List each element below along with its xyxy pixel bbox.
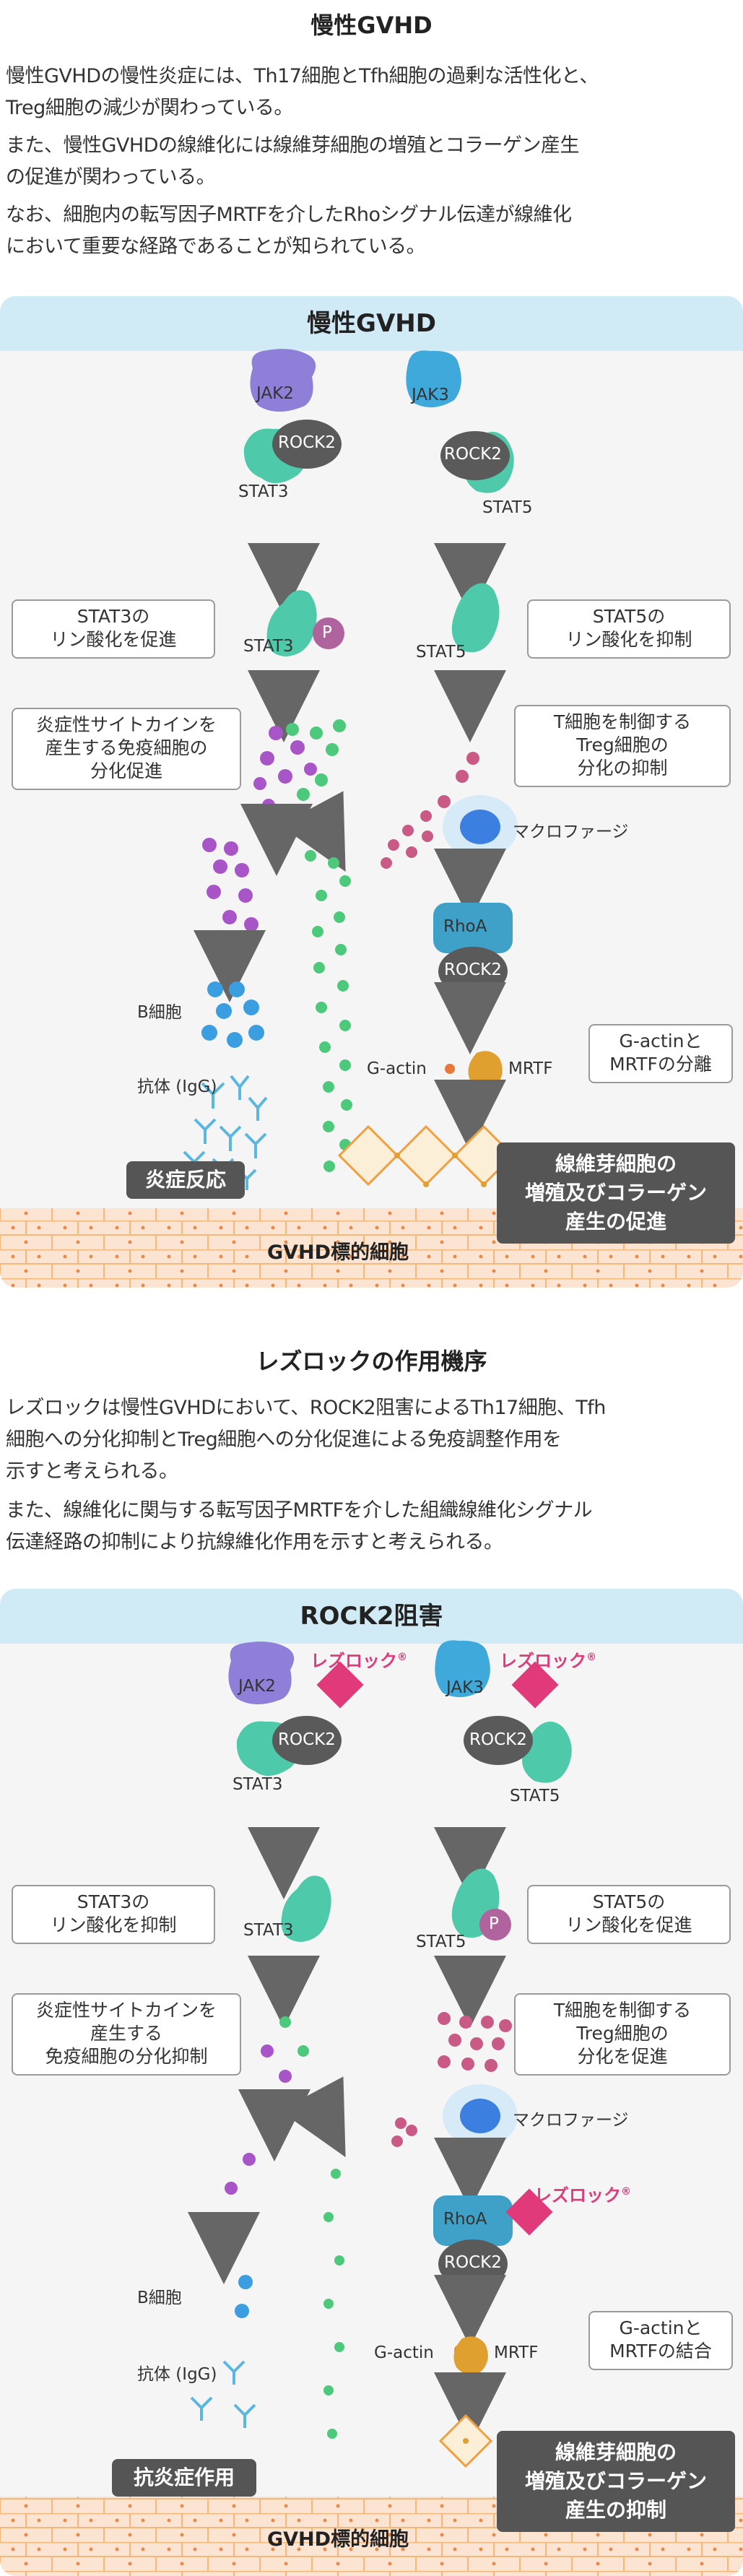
section1-line: Treg細胞の減少が関わっている。	[6, 97, 293, 119]
antibody-label: 抗体 (IgG)	[137, 1077, 217, 1096]
section1-line: なお、細胞内の転写因子MRTFを介したRhoシグナル伝達が線維化	[6, 204, 572, 226]
antibody-label: 抗体 (IgG)	[137, 2365, 217, 2384]
section1-line: において重要な経路であることが知られている。	[6, 235, 426, 258]
cytokine-callout: 炎症性サイトカインを産生する免疫細胞の分化促進	[12, 708, 241, 790]
stat3-p-shape	[266, 590, 317, 656]
rhoa-shape	[433, 903, 513, 953]
stat5-callout: STAT5のリン酸化を抑制	[527, 599, 731, 659]
rock2-label: ROCK2	[444, 2253, 502, 2272]
mrtf-label: MRTF	[494, 2343, 539, 2362]
mrtf-label: MRTF	[508, 1059, 553, 1078]
chronic-gvhd-panel: 慢性GVHD	[0, 296, 743, 1288]
jak2-label: JAK2	[256, 384, 294, 403]
rock2-label: ROCK2	[444, 960, 502, 979]
pathway-diagram	[0, 1640, 743, 2576]
section2-line: 細胞への分化抑制とTreg細胞への分化促進による免疫調整作用を	[6, 1428, 562, 1451]
panel-header: 慢性GVHD	[0, 296, 743, 351]
rezurock-label: レズロック®	[534, 2185, 631, 2206]
section1-line: また、慢性GVHDの線維化には線維芽細胞の増殖とコラーゲン産生	[6, 134, 580, 157]
mrtf-shape	[468, 1051, 503, 1089]
fibroblast-box: 線維芽細胞の増殖及びコラーゲン産生の促進	[497, 1142, 735, 1244]
rezurock-label: レズロック®	[500, 1651, 596, 1671]
rock2-shape	[440, 431, 510, 480]
section2-line: 示すと考えられる。	[6, 1460, 178, 1483]
rhoa-label: RhoA	[443, 917, 487, 936]
section1-line: 慢性GVHDの慢性炎症には、Th17細胞とTfh細胞の過剰な活性化と、	[6, 65, 599, 87]
pathway-diagram	[0, 349, 743, 1288]
section2-line: また、線維化に関与する転写因子MRTFを介した組織線維化シグナル	[6, 1499, 593, 1522]
stat3-callout: STAT3のリン酸化を抑制	[12, 1885, 215, 1944]
gactin-label: G-actin	[374, 2343, 434, 2362]
section2-line: レズロックは慢性GVHDにおいて、ROCK2阻害によるTh17細胞、Tfh	[6, 1397, 606, 1419]
stat5-label: STAT5	[482, 498, 533, 517]
stat3-label: STAT3	[243, 1921, 294, 1940]
anti-inflammation-box: 抗炎症作用	[112, 2459, 256, 2497]
macrophage-label: マクロファージ	[513, 823, 629, 841]
section2-line: 伝達経路の抑制により抗線維化作用を示すと考えられる。	[6, 1531, 503, 1553]
phospho-shape	[313, 617, 344, 649]
bcell-label: B細胞	[137, 2289, 182, 2307]
stat3-callout: STAT3のリン酸化を促進	[12, 599, 215, 659]
jak3-label: JAK3	[446, 1678, 484, 1697]
jak2-label: JAK2	[238, 1677, 276, 1696]
fibroblast-box: 線維芽細胞の増殖及びコラーゲン産生の抑制	[497, 2431, 735, 2532]
rock2-label: ROCK2	[444, 445, 502, 464]
section2-title: レズロックの作用機序	[256, 1348, 487, 1375]
gactin-label: G-actin	[367, 1059, 427, 1078]
macrophage-label: マクロファージ	[513, 2111, 629, 2130]
section1-line: の促進が関わっている。	[6, 166, 216, 188]
stat3-label: STAT3	[238, 482, 289, 501]
phospho-label: P	[322, 623, 332, 642]
rhoa-label: RhoA	[443, 2210, 487, 2229]
stat5-label: STAT5	[416, 1933, 466, 1951]
phospho-label: P	[489, 1914, 499, 1933]
stat5-shape	[451, 583, 500, 653]
rezurock-label: レズロック®	[310, 1651, 407, 1671]
rock2-label: ROCK2	[469, 1730, 527, 1749]
inflammation-box: 炎症反応	[126, 1161, 245, 1199]
section1-title: 慢性GVHD	[310, 12, 433, 39]
stat3-label: STAT3	[233, 1775, 283, 1794]
rock2-inhibition-panel: ROCK2阻害	[0, 1589, 743, 2576]
stat5-callout: STAT5のリン酸化を促進	[527, 1885, 731, 1944]
cytokine-callout: 炎症性サイトカインを産生する免疫細胞の分化抑制	[12, 1993, 241, 2076]
rock2-label: ROCK2	[278, 1730, 336, 1749]
rock2-shape	[272, 420, 342, 469]
panel-header: ROCK2阻害	[0, 1589, 743, 1644]
target-cell-label: GVHD標的細胞	[267, 1241, 409, 1264]
stat5-label: STAT5	[510, 1787, 560, 1805]
target-cell-label: GVHD標的細胞	[267, 2528, 409, 2551]
stat3-phos-label: STAT3	[243, 637, 294, 656]
jak3-shape	[406, 350, 461, 408]
jak3-label: JAK3	[412, 386, 449, 404]
rock2-label: ROCK2	[278, 433, 336, 452]
jak2-shape	[250, 349, 316, 412]
bcell-label: B細胞	[137, 1003, 182, 1022]
gactin-shape	[445, 1064, 455, 1074]
stat5-label: STAT5	[416, 643, 466, 662]
